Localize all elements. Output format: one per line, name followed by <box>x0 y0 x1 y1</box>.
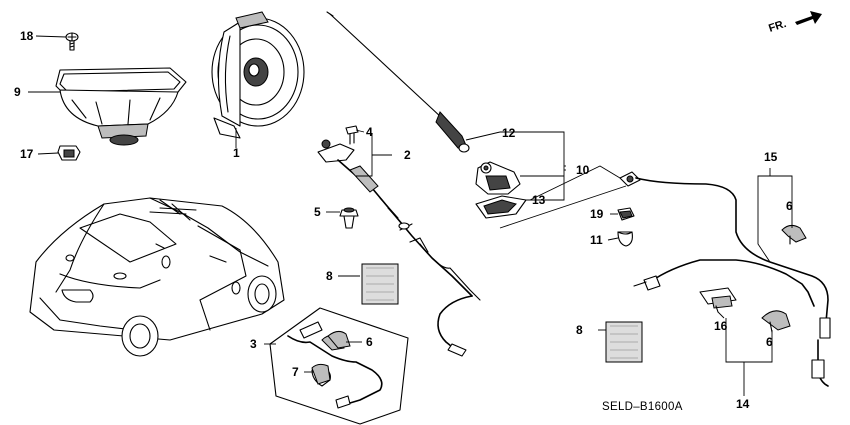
callout-13: 13 <box>532 193 546 207</box>
clip-16 <box>699 287 737 313</box>
clip-17 <box>57 145 81 161</box>
callout-numbers: 18 9 17 1 4 2 5 8 3 6 7 12 10 13 19 11 1… <box>14 29 793 411</box>
callout-9: 9 <box>14 85 21 99</box>
clip-6-cord3 <box>327 330 351 349</box>
cord-3-assembly <box>269 307 409 425</box>
callout-10: 10 <box>576 163 590 177</box>
clip-7 <box>311 363 331 385</box>
pad-13 <box>475 195 527 219</box>
callout-11: 11 <box>590 233 603 247</box>
callout-14: 14 <box>736 397 750 411</box>
callout-15: 15 <box>764 150 778 164</box>
callout-4: 4 <box>366 125 373 139</box>
bolt-4 <box>345 125 359 145</box>
pad-8-right <box>605 321 643 363</box>
callout-7: 7 <box>292 365 299 379</box>
callout-19: 19 <box>590 207 604 221</box>
direction-label: FR. <box>767 18 788 35</box>
clip-6-mid-right <box>761 310 791 333</box>
clip-5 <box>339 207 359 229</box>
antenna-feeder-2 <box>317 139 481 357</box>
callout-18: 18 <box>20 29 34 43</box>
callout-6-mid-right: 6 <box>766 335 773 349</box>
oval-speaker-9 <box>55 67 187 146</box>
cord-14 <box>619 171 831 387</box>
diagram-code: SELD–B1600A <box>602 401 683 413</box>
callout-8-left: 8 <box>326 269 333 283</box>
callout-17: 17 <box>20 147 34 161</box>
callout-6-top-right: 6 <box>786 199 793 213</box>
leader-lines <box>28 35 793 396</box>
screw-18 <box>65 32 79 51</box>
callout-12: 12 <box>502 126 516 140</box>
vehicle-outline <box>29 197 285 357</box>
callout-3: 3 <box>250 337 257 351</box>
callout-1: 1 <box>233 146 240 160</box>
rod-antenna-12 <box>326 11 470 153</box>
callout-16: 16 <box>714 319 728 333</box>
pad-8-left <box>361 263 399 305</box>
front-direction-arrow: FR. <box>767 11 822 35</box>
callout-8-right: 8 <box>576 323 583 337</box>
round-speaker-1 <box>211 11 305 139</box>
clip-19 <box>617 207 635 221</box>
callout-5: 5 <box>314 205 321 219</box>
callout-6-cord3: 6 <box>366 335 373 349</box>
antenna-base-10 <box>475 161 521 195</box>
collar-11 <box>617 231 633 247</box>
arrow-icon <box>795 11 822 25</box>
clip-6-top-right <box>781 224 807 245</box>
callout-2: 2 <box>404 148 411 162</box>
